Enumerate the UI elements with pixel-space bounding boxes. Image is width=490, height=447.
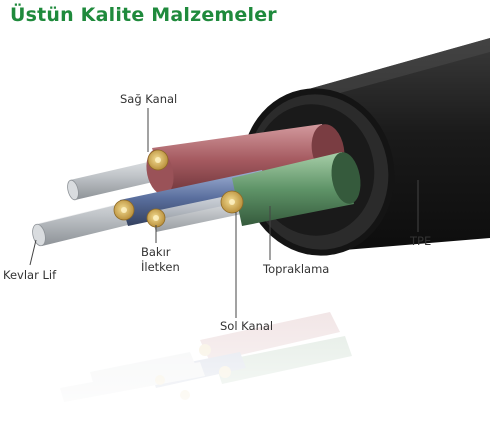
label-ground: Topraklama	[263, 262, 330, 276]
label-kevlar: Kevlar Lif	[3, 268, 57, 282]
label-left-channel: Sol Kanal	[220, 319, 274, 333]
page-title: Üstün Kalite Malzemeler	[10, 4, 277, 26]
label-jacket: TPE	[410, 234, 432, 248]
label-copper-line2: İletken	[141, 260, 180, 274]
label-copper-line1: Bakır	[141, 245, 171, 259]
label-copper-conductor: Bakır İletken	[141, 245, 180, 275]
copper-conductor-ends	[113, 149, 244, 228]
label-right-channel: Sağ Kanal	[120, 92, 178, 106]
leader-lines	[29, 108, 419, 318]
green-channel-wire	[232, 152, 361, 226]
leader-kevlar	[29, 239, 37, 266]
